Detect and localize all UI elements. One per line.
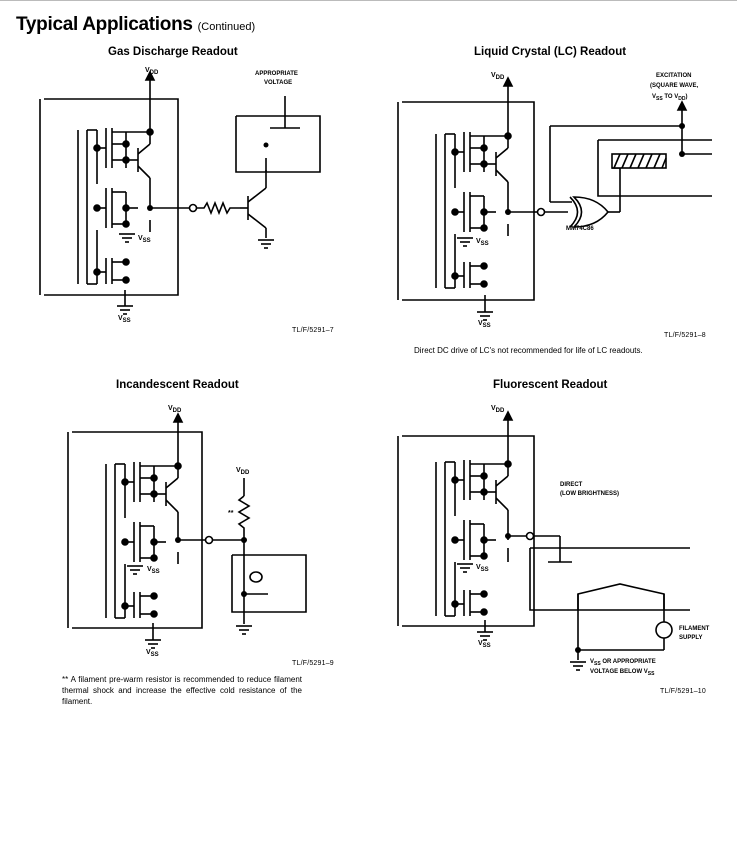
- liquid-crystal-title: Liquid Crystal (LC) Readout: [474, 46, 627, 58]
- flu-figure-ref: TL/F/5291–10: [660, 688, 706, 695]
- flu-supply-label: SUPPLY: [679, 635, 702, 641]
- heading-text: Typical Applications: [16, 14, 193, 35]
- lc-vss-to-vdd-label: VSS TO VDD): [652, 94, 687, 102]
- lc-figure-ref: TL/F/5291–8: [664, 332, 706, 339]
- heading-continued: (Continued): [197, 21, 256, 33]
- lc-schematic: [397, 76, 712, 312]
- lc-note: Direct DC drive of LC's not recommended …: [414, 346, 643, 355]
- gas-voltage-label: VOLTAGE: [264, 80, 292, 86]
- flu-vdd-label: VDD: [491, 405, 505, 414]
- lc-vdd-label: VDD: [491, 72, 505, 81]
- lc-inner-vss-label: VSS: [476, 238, 489, 247]
- top-rule: [0, 0, 737, 1]
- flu-inner-ground-icon: [456, 563, 474, 573]
- inc-inner-vss-label: VSS: [147, 566, 160, 575]
- gas-inner-ground-icon: [118, 233, 136, 243]
- flu-vss-ground-icon: [476, 631, 494, 641]
- fluorescent-schematic: [397, 410, 690, 660]
- inc-vss-ground-icon: [144, 639, 162, 649]
- inc-dots: [175, 537, 247, 597]
- incandescent-title: Incandescent Readout: [116, 379, 239, 391]
- inc-vss-label: VSS: [146, 649, 159, 658]
- lc-gate-label: MM74C86: [566, 226, 594, 232]
- gas-vss-label: VSS: [118, 315, 131, 324]
- inc-vdd2-label: VDD: [236, 467, 250, 476]
- inc-figure-ref: TL/F/5291–9: [292, 660, 334, 667]
- lc-vss-label: VSS: [478, 320, 491, 329]
- gas-dots: [147, 142, 269, 211]
- page-heading: Typical Applications (Continued): [16, 14, 255, 36]
- inc-vdd-label: VDD: [168, 405, 182, 414]
- gas-vss-ground-icon: [116, 305, 134, 315]
- lc-excitation-label: EXCITATION: [656, 73, 691, 79]
- lc-vss-ground-icon: [476, 311, 494, 321]
- lc-dots: [505, 123, 685, 215]
- inc-prewarm-marker: **: [228, 510, 234, 517]
- gas-vdd-label: VDD: [145, 67, 159, 76]
- flu-dots: [505, 533, 581, 653]
- flu-vss-or-appropriate-label: VSS OR APPROPRIATE: [590, 659, 656, 667]
- incandescent-schematic: [67, 412, 307, 640]
- gas-discharge-title: Gas Discharge Readout: [108, 46, 238, 58]
- inc-footnote: ** A filament pre-warm resistor is recom…: [62, 675, 302, 706]
- flu-vss-label: VSS: [478, 640, 491, 649]
- lc-square-wave-label: (SQUARE WAVE,: [650, 83, 699, 89]
- gas-appropriate-label: APPROPRIATE: [255, 71, 298, 77]
- gas-ground-icon: [257, 239, 275, 249]
- gas-inner-vss-label: VSS: [138, 235, 151, 244]
- flu-filament-label: FILAMENT: [679, 626, 710, 632]
- lc-inner-ground-icon: [456, 237, 474, 247]
- flu-inner-vss-label: VSS: [476, 564, 489, 573]
- flu-voltage-below-label: VOLTAGE BELOW VSS: [590, 669, 655, 677]
- gas-figure-ref: TL/F/5291–7: [292, 327, 334, 334]
- gas-discharge-schematic: [39, 70, 321, 306]
- inc-lamp-ground-icon: [235, 625, 253, 635]
- flu-filament-ground-icon: [569, 661, 587, 671]
- flu-direct-label: DIRECT: [560, 482, 583, 488]
- flu-low-brightness-label: (LOW BRIGHTNESS): [560, 491, 619, 497]
- fluorescent-title: Fluorescent Readout: [493, 379, 608, 391]
- inc-inner-ground-icon: [126, 565, 144, 575]
